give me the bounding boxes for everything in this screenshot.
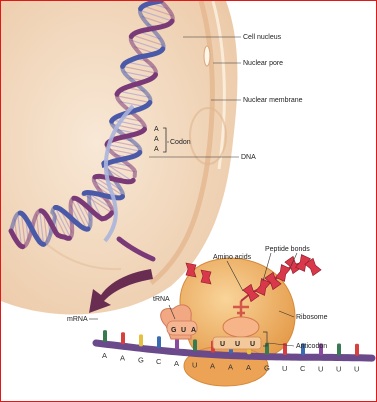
label-amino-acids: Amino acids bbox=[213, 254, 252, 261]
label-nuclear-membrane: Nuclear membrane bbox=[243, 97, 303, 104]
label-codon: Codon bbox=[170, 139, 191, 146]
anticodon-base: U bbox=[220, 341, 225, 348]
trna-base: G bbox=[171, 327, 177, 334]
anticodon-base: U bbox=[235, 341, 240, 348]
mrna-base-letter: A bbox=[102, 351, 107, 360]
codon-base: A bbox=[154, 146, 159, 153]
mrna-base-letter: C bbox=[156, 357, 162, 366]
codon-base: A bbox=[154, 126, 159, 133]
mrna-base-stick bbox=[337, 343, 341, 355]
mrna-base-letter: U bbox=[354, 365, 359, 374]
mrna-base-letter: A bbox=[246, 363, 251, 372]
mrna-base-letter: U bbox=[192, 360, 197, 369]
mrna-base-letter: C bbox=[300, 364, 306, 373]
mrna-base-letter: A bbox=[120, 353, 125, 362]
mrna-base-stick bbox=[175, 338, 179, 350]
mrna-base-letter: U bbox=[336, 364, 341, 373]
mrna-base-stick bbox=[193, 339, 197, 351]
mrna-base-letter: U bbox=[282, 364, 287, 373]
label-anticodon: Anticodon bbox=[296, 343, 327, 350]
mrna-base-letter: A bbox=[210, 362, 215, 371]
mrna-base-stick bbox=[139, 334, 143, 346]
mrna-base-stick bbox=[103, 330, 107, 342]
label-cell-nucleus: Cell nucleus bbox=[243, 34, 282, 41]
label-mrna: mRNA bbox=[67, 316, 88, 323]
mrna-base-letter: G bbox=[264, 364, 270, 373]
mrna-base-stick bbox=[355, 344, 359, 356]
mrna-base-letter: A bbox=[174, 359, 179, 368]
label-nuclear-pore: Nuclear pore bbox=[243, 60, 283, 67]
label-ribosome: Ribosome bbox=[296, 314, 328, 321]
mrna-base-stick bbox=[121, 332, 125, 344]
mrna-base-stick bbox=[157, 336, 161, 348]
free-amino-acid bbox=[186, 263, 196, 277]
mrna-base-letter: G bbox=[138, 355, 144, 364]
label-peptide-bonds: Peptide bonds bbox=[265, 246, 310, 253]
nuclear-pore bbox=[204, 46, 210, 66]
mrna-base-letter: U bbox=[318, 364, 323, 373]
trna-base: A bbox=[191, 327, 196, 334]
label-dna: DNA bbox=[241, 154, 256, 161]
codon-base: A bbox=[154, 136, 159, 143]
mrna-base-letter: A bbox=[228, 363, 233, 372]
trna-base: U bbox=[181, 327, 186, 334]
anticodon-base: U bbox=[250, 341, 255, 348]
free-amino-acid bbox=[201, 270, 211, 284]
label-trna: tRNA bbox=[153, 296, 170, 303]
